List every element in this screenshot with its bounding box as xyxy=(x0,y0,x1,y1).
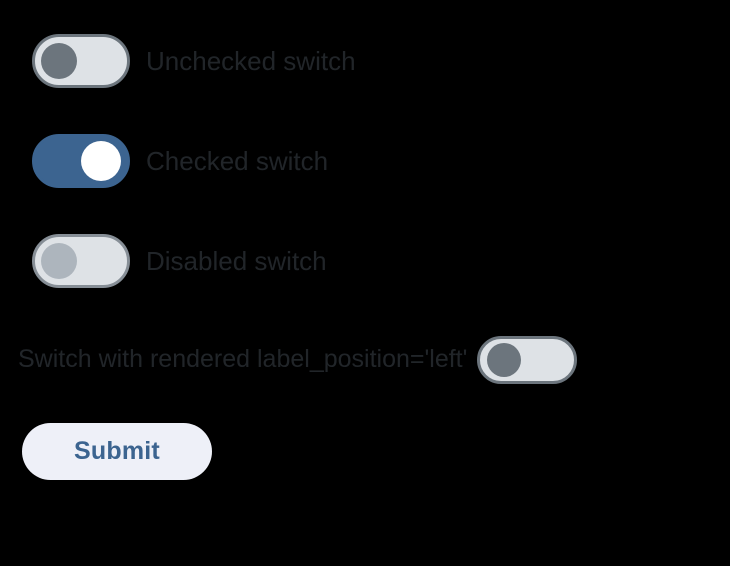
switch-knob-icon xyxy=(41,243,77,279)
switch-knob-icon xyxy=(487,343,522,377)
unchecked-switch-toggle[interactable] xyxy=(32,34,130,88)
switch-row-checked: Checked switch xyxy=(32,134,328,188)
switch-row-disabled: Disabled switch xyxy=(32,234,327,288)
disabled-switch-label: Disabled switch xyxy=(146,245,327,276)
switch-row-left-label: Switch with rendered label_position='lef… xyxy=(18,336,578,384)
switch-knob-icon xyxy=(41,43,77,79)
disabled-switch-toggle xyxy=(32,234,130,288)
checked-switch-toggle[interactable] xyxy=(32,134,130,188)
submit-button[interactable]: Submit xyxy=(22,423,212,480)
unchecked-switch-label: Unchecked switch xyxy=(146,45,356,76)
left-label-switch-toggle[interactable] xyxy=(477,336,578,384)
switch-knob-icon xyxy=(81,141,121,181)
checked-switch-label: Checked switch xyxy=(146,145,329,176)
left-label-switch-label: Switch with rendered label_position='lef… xyxy=(18,345,468,374)
switch-row-unchecked: Unchecked switch xyxy=(32,34,356,88)
